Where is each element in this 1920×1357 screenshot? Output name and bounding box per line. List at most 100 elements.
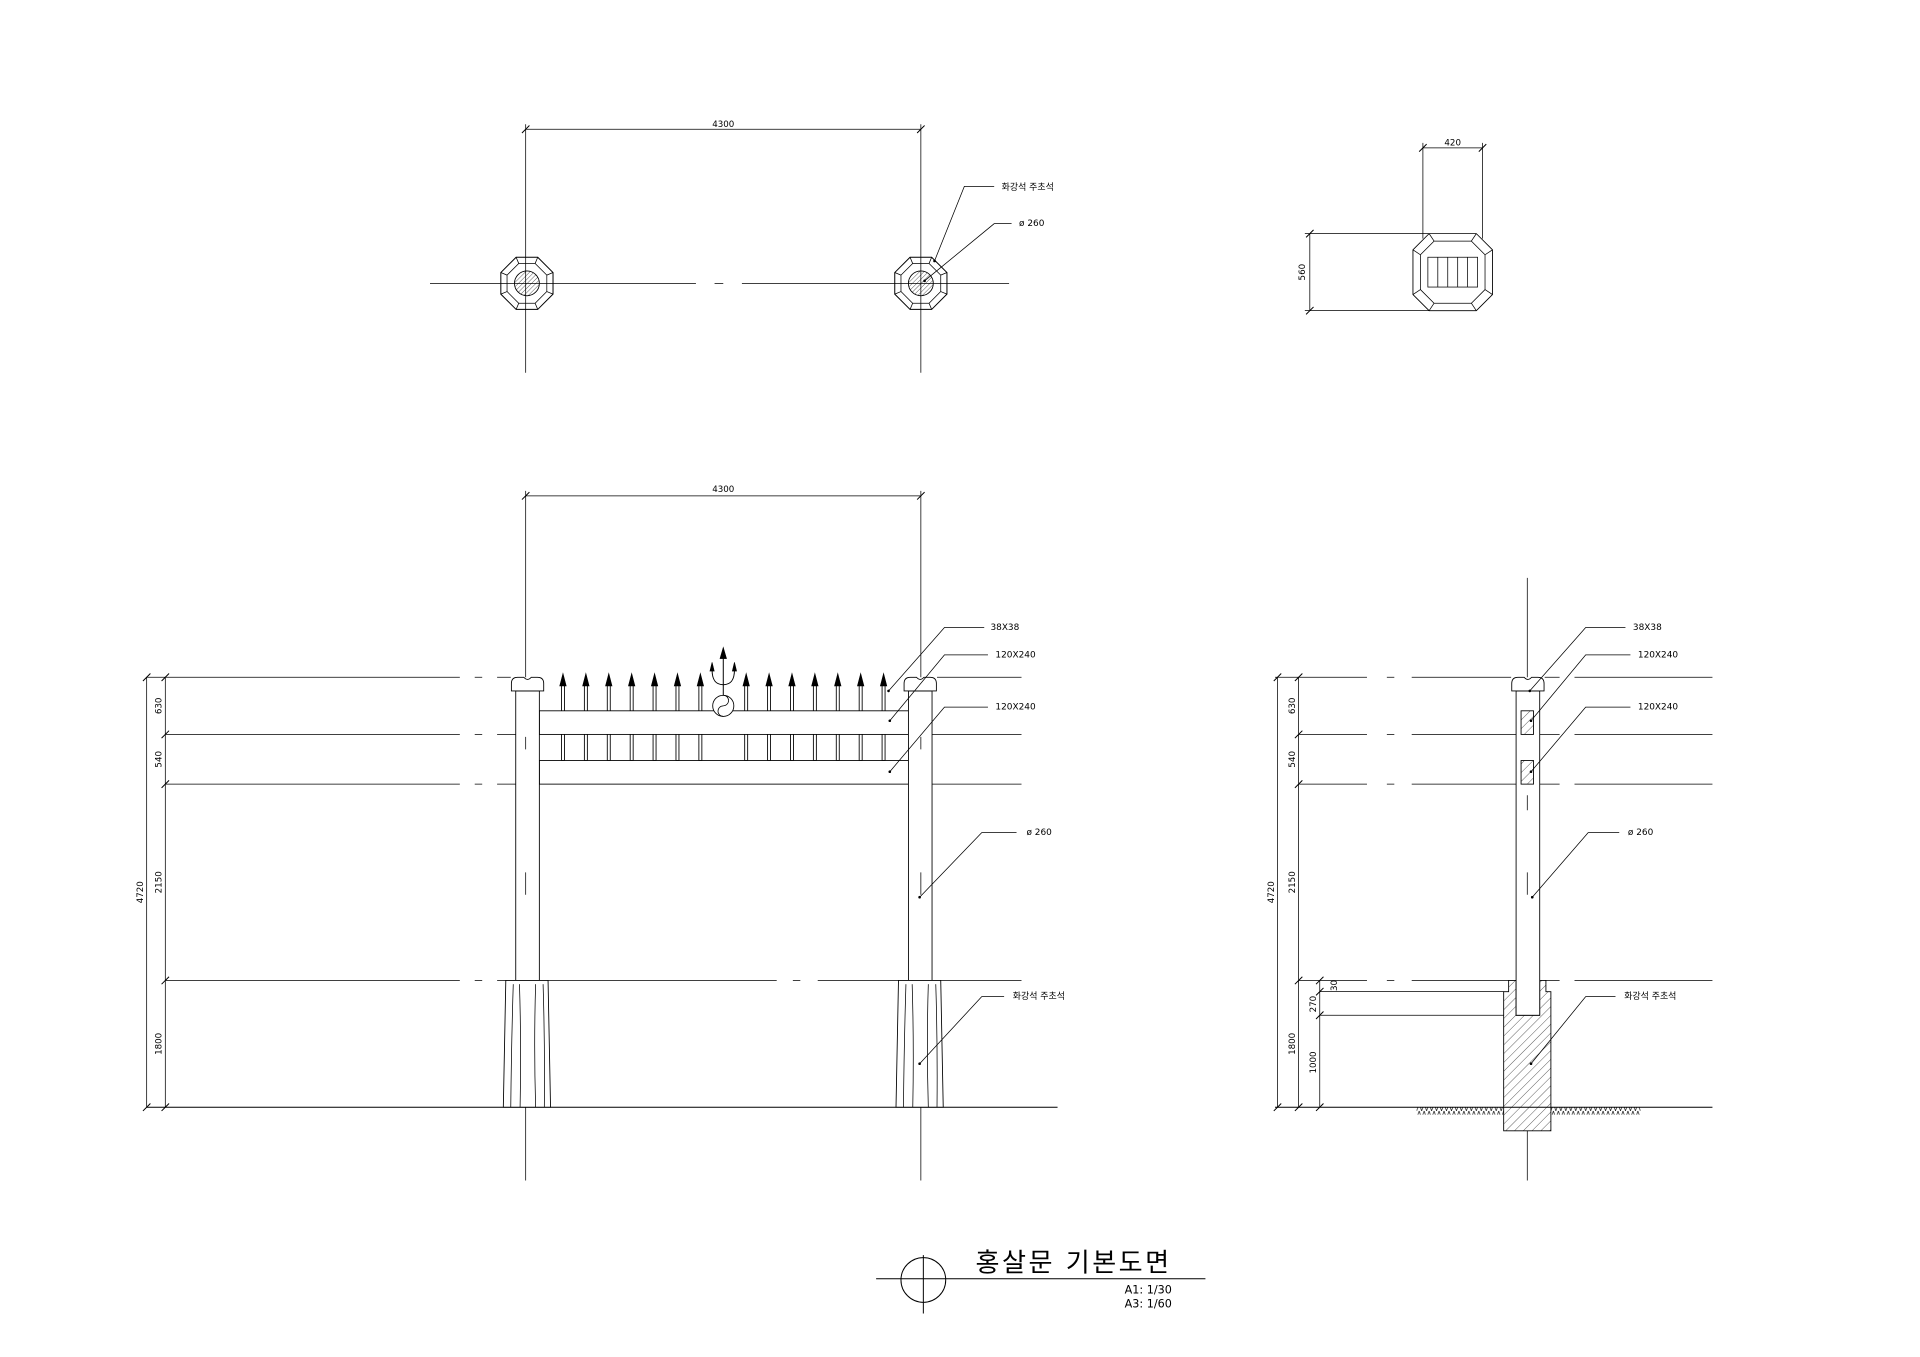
base-dimension-label: 30 bbox=[1330, 980, 1340, 991]
title-block: 홍살문 기본도면 A1: 1/30 A3: 1/60 bbox=[876, 1248, 1206, 1314]
arrow-head bbox=[582, 672, 590, 687]
column-section bbox=[514, 270, 540, 297]
base-stone bbox=[502, 980, 551, 1108]
front-elevation: 4300 630 540 2150 1800 4720 bbox=[136, 485, 1065, 1181]
leader-line-column bbox=[1531, 832, 1620, 898]
column-plan-right bbox=[894, 256, 948, 310]
level-reference-lines bbox=[146, 676, 1022, 981]
leader-dot bbox=[1529, 770, 1533, 774]
ground-hatch-right bbox=[1550, 1107, 1641, 1115]
arrow-head bbox=[605, 672, 613, 687]
dimension-ticks bbox=[1315, 976, 1324, 1112]
leader-dot bbox=[918, 1062, 921, 1066]
base-stone-plan-view: 420 560 bbox=[1298, 138, 1493, 315]
leader-line-base-stone bbox=[934, 186, 995, 262]
arrow-bar-callout: 38X38 bbox=[1633, 623, 1662, 633]
arrow-head bbox=[742, 672, 750, 687]
arrow-head bbox=[628, 672, 636, 687]
arrow-head bbox=[673, 672, 682, 687]
height-dimension-label: 2150 bbox=[155, 871, 165, 893]
height-dimension-label: 630 bbox=[1288, 698, 1298, 715]
base-dimension-label: 270 bbox=[1309, 996, 1319, 1013]
ground-hatch-left bbox=[1416, 1107, 1504, 1115]
leader-line-base-stone bbox=[1530, 996, 1616, 1064]
depth-dimension-label: 560 bbox=[1298, 264, 1308, 281]
arrow-head bbox=[788, 672, 796, 687]
span-dimension-label: 4300 bbox=[712, 120, 734, 130]
arrow-head bbox=[834, 672, 842, 687]
scale-a3: A3: 1/60 bbox=[1125, 1297, 1172, 1310]
leader-dot bbox=[933, 259, 936, 263]
dimension-ticks bbox=[1273, 673, 1282, 1112]
column-section bbox=[907, 270, 934, 297]
arrow-head bbox=[811, 672, 819, 687]
base-stone-callout: 화강석 주초석 bbox=[1002, 182, 1054, 193]
dimension-ticks bbox=[1305, 229, 1314, 315]
column-shaft bbox=[1515, 690, 1541, 1016]
base-stone-plan bbox=[1412, 233, 1493, 312]
leader-dot bbox=[918, 895, 921, 899]
lower-beam bbox=[538, 760, 909, 785]
column-seat bbox=[1427, 256, 1478, 288]
arrow-head bbox=[559, 672, 567, 687]
arrow-head bbox=[765, 672, 773, 687]
leader-line-arrow-bar bbox=[1529, 627, 1626, 692]
leader-line-upper-beam bbox=[1530, 654, 1631, 721]
column-callout: ø 260 bbox=[1026, 828, 1052, 838]
leader-line-column bbox=[924, 223, 1012, 282]
height-dimension-label: 540 bbox=[155, 751, 165, 768]
trident-center-tip bbox=[719, 646, 727, 659]
base-stone-chamfer-lines bbox=[894, 257, 948, 310]
leader-line-upper-beam bbox=[889, 654, 988, 721]
leader-dot bbox=[1528, 689, 1532, 693]
base-stone-texture bbox=[903, 984, 938, 1108]
column-shaft bbox=[515, 690, 540, 981]
upper-beam-callout: 120X240 bbox=[1638, 650, 1679, 660]
dimension-ticks bbox=[142, 673, 151, 1112]
base-stone-callout: 화강석 주초석 bbox=[1013, 991, 1065, 1002]
base-stone-chamfer-lines bbox=[500, 257, 554, 310]
arrow-head bbox=[696, 672, 705, 687]
column-callout: ø 260 bbox=[1019, 219, 1045, 229]
arrow-head bbox=[857, 672, 865, 687]
leader-line-arrow-bar bbox=[888, 627, 985, 692]
column-left bbox=[502, 676, 551, 1108]
trident-right-tip bbox=[731, 662, 737, 672]
leader-dot bbox=[888, 719, 892, 723]
trident-taegeuk-ornament bbox=[709, 646, 737, 717]
leader-dot bbox=[887, 689, 890, 693]
base-stone-outline bbox=[1412, 233, 1493, 312]
column-centerlines bbox=[525, 490, 922, 1181]
extension-lines bbox=[1422, 142, 1483, 239]
dimension-ticks bbox=[1418, 143, 1487, 152]
base-dimension-label: 1000 bbox=[1309, 1051, 1319, 1073]
upper-beam-callout: 120X240 bbox=[995, 650, 1036, 660]
scale-a1: A1: 1/30 bbox=[1125, 1284, 1172, 1297]
height-dimension-label: 2150 bbox=[1288, 871, 1298, 893]
trident-side-prongs bbox=[711, 669, 735, 686]
base-stone-chamfer-lines bbox=[1412, 233, 1493, 311]
column-cap bbox=[1511, 676, 1545, 692]
span-dimension-label: 4300 bbox=[712, 485, 734, 495]
base-stone-callout: 화강석 주초석 bbox=[1624, 991, 1676, 1002]
dimension-ticks bbox=[1294, 673, 1303, 1112]
upper-beam-section bbox=[1520, 710, 1534, 735]
column-shaft bbox=[907, 690, 933, 981]
leader-line-column bbox=[919, 832, 1017, 898]
width-dimension-label: 420 bbox=[1444, 138, 1461, 148]
leader-line-base-stone bbox=[919, 996, 1005, 1064]
taegeuk-curve bbox=[717, 694, 729, 717]
leader-dot bbox=[888, 770, 892, 774]
column-right bbox=[895, 676, 944, 1108]
column-cap bbox=[510, 676, 545, 692]
total-height-dimension-label: 4720 bbox=[1267, 881, 1277, 903]
arrow-head bbox=[879, 672, 888, 687]
height-dimension-label: 1800 bbox=[1288, 1033, 1298, 1055]
leader-line-lower-beam bbox=[889, 706, 988, 772]
lower-beam-callout: 120X240 bbox=[1638, 703, 1679, 713]
leader-line-lower-beam bbox=[1530, 706, 1631, 772]
level-reference-lines bbox=[1275, 676, 1713, 1016]
base-stone-texture bbox=[510, 984, 545, 1108]
